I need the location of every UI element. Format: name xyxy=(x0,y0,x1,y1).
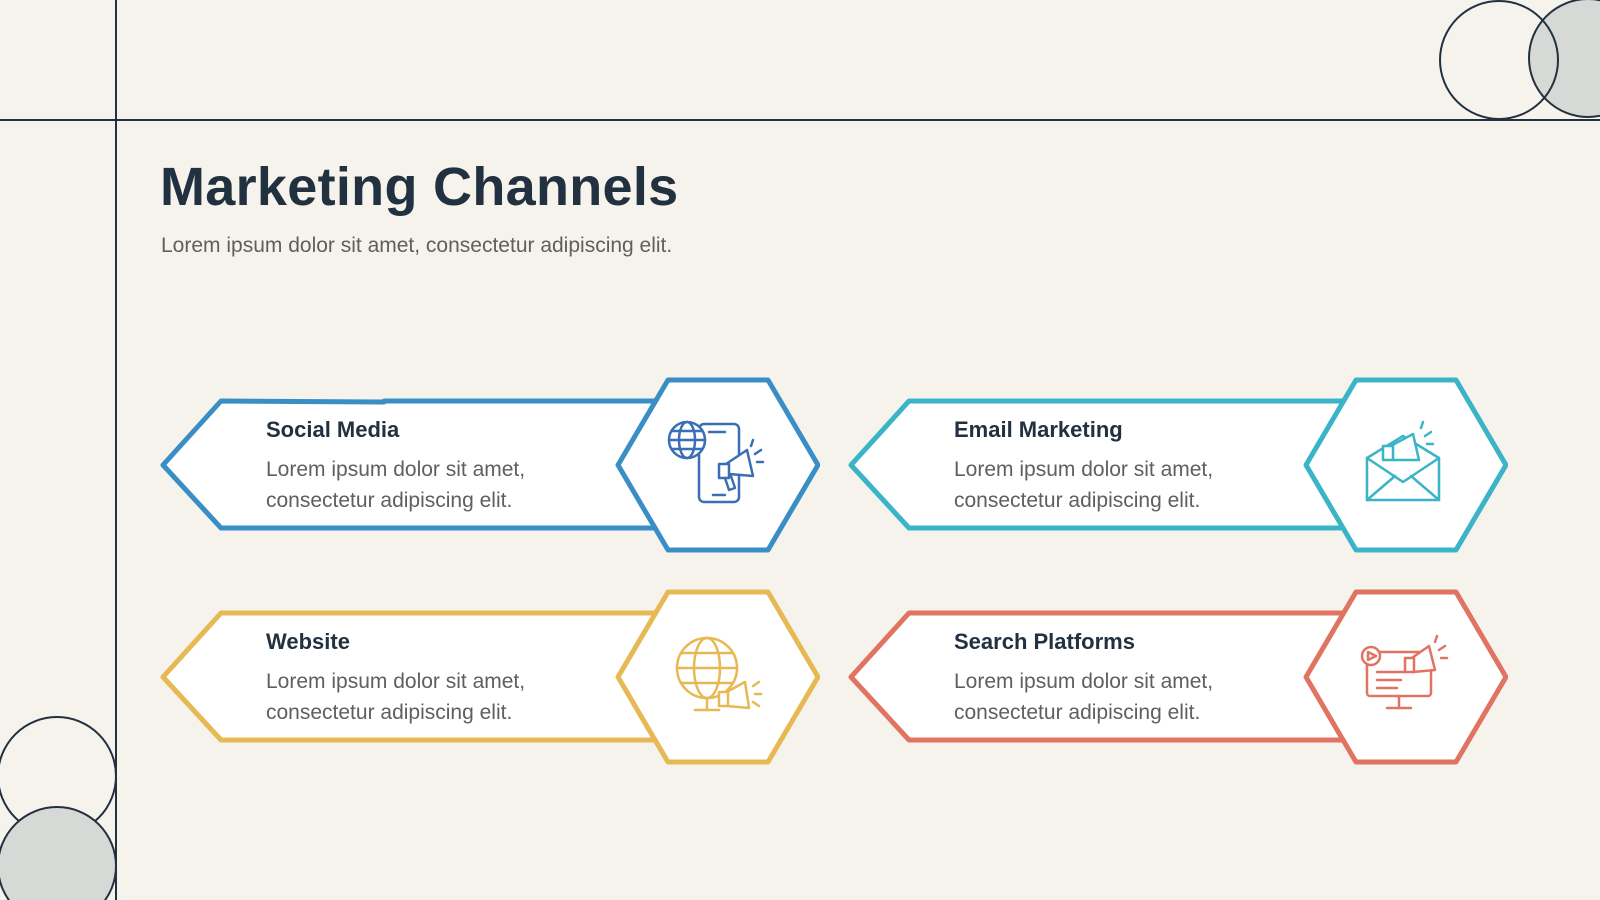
page-subtitle: Lorem ipsum dolor sit amet, consectetur … xyxy=(161,234,673,257)
channel-card-search-platforms: Search Platforms Lorem ipsum dolor sit a… xyxy=(848,588,1508,768)
top-right-outline-circle xyxy=(1439,0,1559,120)
page-title: Marketing Channels xyxy=(160,157,679,217)
monitor-megaphone-icon xyxy=(1360,634,1449,710)
channel-card-social-media: Social Media Lorem ipsum dolor sit amet,… xyxy=(160,376,820,556)
card-shape xyxy=(160,377,820,553)
card-shape xyxy=(160,589,820,765)
bottom-left-filled-circle xyxy=(0,806,117,900)
phone-globe-megaphone-icon xyxy=(667,420,765,504)
envelope-megaphone-icon xyxy=(1365,420,1441,502)
channel-card-email-marketing: Email Marketing Lorem ipsum dolor sit am… xyxy=(848,376,1508,556)
channel-description: Lorem ipsum dolor sit amet, consectetur … xyxy=(266,670,526,724)
channel-title: Email Marketing xyxy=(954,417,1123,442)
channel-description: Lorem ipsum dolor sit amet, consectetur … xyxy=(266,458,526,512)
channel-title: Website xyxy=(266,629,350,654)
channel-title: Search Platforms xyxy=(954,629,1135,654)
channel-description: Lorem ipsum dolor sit amet, consectetur … xyxy=(954,670,1214,724)
channel-title: Social Media xyxy=(266,417,400,442)
channel-description: Lorem ipsum dolor sit amet, consectetur … xyxy=(954,458,1214,512)
top-right-filled-circle xyxy=(1528,0,1600,118)
globe-megaphone-icon xyxy=(675,636,763,712)
card-shape xyxy=(848,589,1508,765)
card-shape xyxy=(848,377,1508,553)
channel-card-website: Website Lorem ipsum dolor sit amet, cons… xyxy=(160,588,820,768)
